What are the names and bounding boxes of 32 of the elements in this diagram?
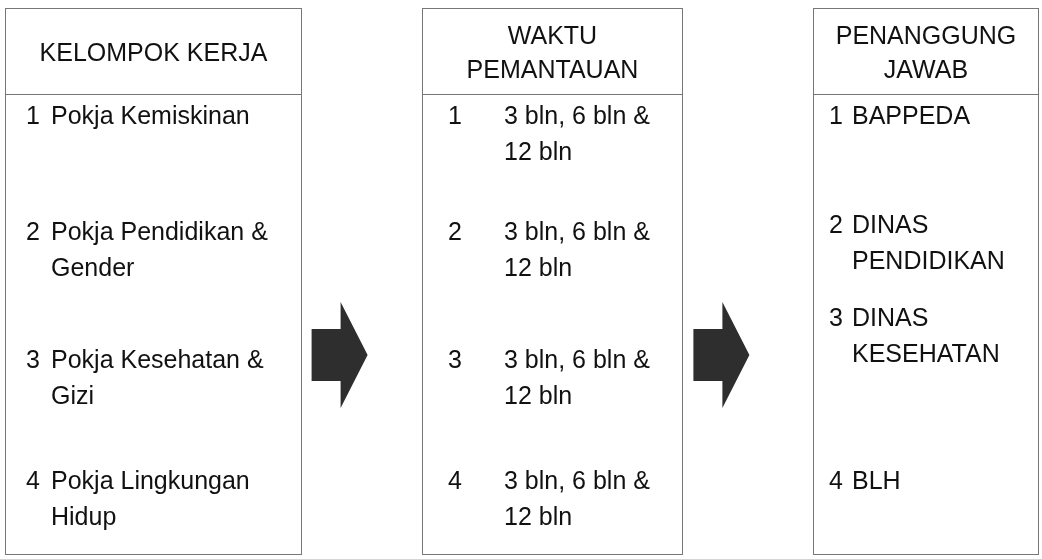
column-box bbox=[813, 8, 1039, 555]
column-box bbox=[422, 8, 683, 555]
item-number: 1 bbox=[26, 100, 40, 131]
item-number: 4 bbox=[829, 465, 843, 496]
item-text: 3 bln, 6 bln & 12 bln bbox=[504, 465, 651, 532]
item-number: 4 bbox=[26, 465, 40, 496]
item-text: 3 bln, 6 bln & 12 bln bbox=[504, 344, 651, 411]
item-number: 1 bbox=[448, 100, 462, 131]
item-text: Pokja Lingkungan Hidup bbox=[51, 465, 251, 532]
item-text: BLH bbox=[852, 465, 902, 496]
item-text: DINAS KESEHATAN bbox=[852, 302, 1001, 369]
block-arrow bbox=[693, 302, 750, 408]
column-box bbox=[5, 8, 302, 555]
item-number: 1 bbox=[829, 100, 843, 131]
item-text: 3 bln, 6 bln & 12 bln bbox=[504, 216, 651, 283]
item-number: 2 bbox=[829, 209, 843, 240]
item-text: Pokja Pendidikan & Gender bbox=[51, 216, 269, 283]
item-number: 3 bbox=[829, 302, 843, 333]
item-text: DINAS PENDIDIKAN bbox=[852, 209, 1006, 276]
item-number: 4 bbox=[448, 465, 462, 496]
item-number: 3 bbox=[448, 344, 462, 375]
item-number: 2 bbox=[26, 216, 40, 247]
item-text: Pokja Kemiskinan bbox=[51, 100, 251, 131]
item-text: Pokja Kesehatan & Gizi bbox=[51, 344, 265, 411]
item-text: 3 bln, 6 bln & 12 bln bbox=[504, 100, 651, 167]
block-arrow bbox=[311, 302, 368, 408]
item-number: 2 bbox=[448, 216, 462, 247]
item-text: BAPPEDA bbox=[852, 100, 972, 131]
item-number: 3 bbox=[26, 344, 40, 375]
column-heading: KELOMPOK KERJA bbox=[38, 36, 269, 68]
column-heading: PENANGGUNG JAWAB bbox=[834, 19, 1018, 85]
column-heading: WAKTU PEMANTAUAN bbox=[465, 19, 640, 85]
